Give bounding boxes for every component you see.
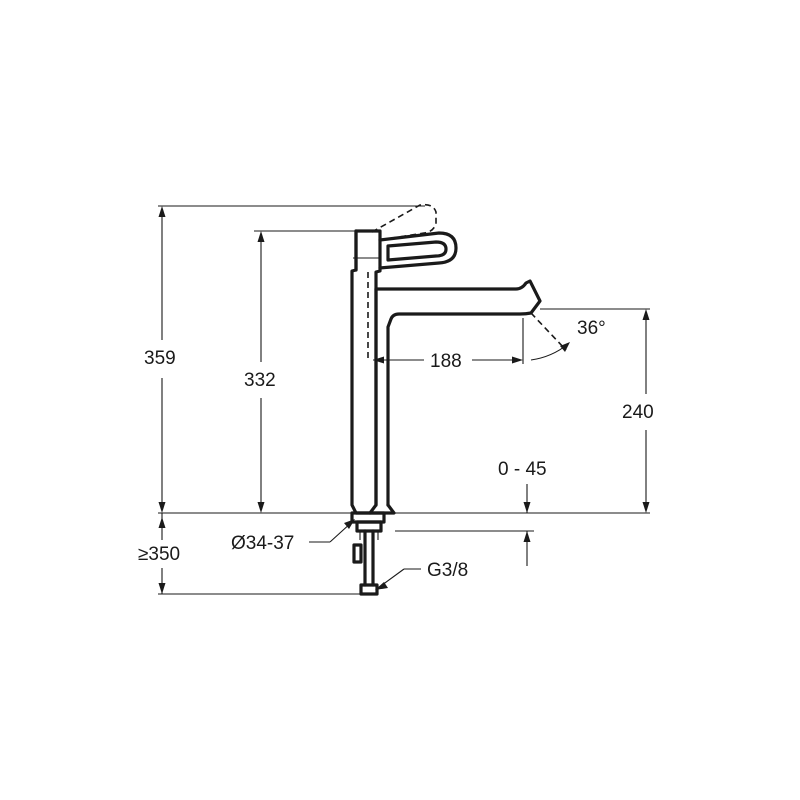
label-total-height: 359 bbox=[144, 348, 176, 369]
dimension-line-240 bbox=[642, 309, 650, 513]
angle-indicator bbox=[530, 312, 570, 361]
faucet-illustration bbox=[350, 203, 542, 596]
dimension-line-350 bbox=[158, 513, 166, 594]
label-spout-height: 240 bbox=[622, 402, 654, 423]
label-body-height: 332 bbox=[244, 370, 276, 391]
spout bbox=[374, 279, 542, 507]
dimension-line-188 bbox=[373, 318, 524, 364]
label-deck-thickness: 0 - 45 bbox=[498, 459, 547, 480]
lever-handle bbox=[378, 231, 458, 270]
label-spout-reach: 188 bbox=[430, 351, 462, 372]
dimension-line-359 bbox=[158, 206, 166, 513]
extension-lines bbox=[158, 205, 650, 595]
label-hole-diameter: Ø34-37 bbox=[231, 533, 294, 554]
dimension-line-deck bbox=[523, 484, 531, 566]
dimension-line-332 bbox=[257, 231, 265, 513]
label-hose-length: ≥350 bbox=[138, 544, 180, 565]
label-spout-angle: 36° bbox=[577, 318, 606, 339]
leader-hole-diameter bbox=[309, 519, 355, 543]
leader-thread bbox=[375, 568, 421, 590]
label-connection-thread: G3/8 bbox=[427, 560, 468, 581]
